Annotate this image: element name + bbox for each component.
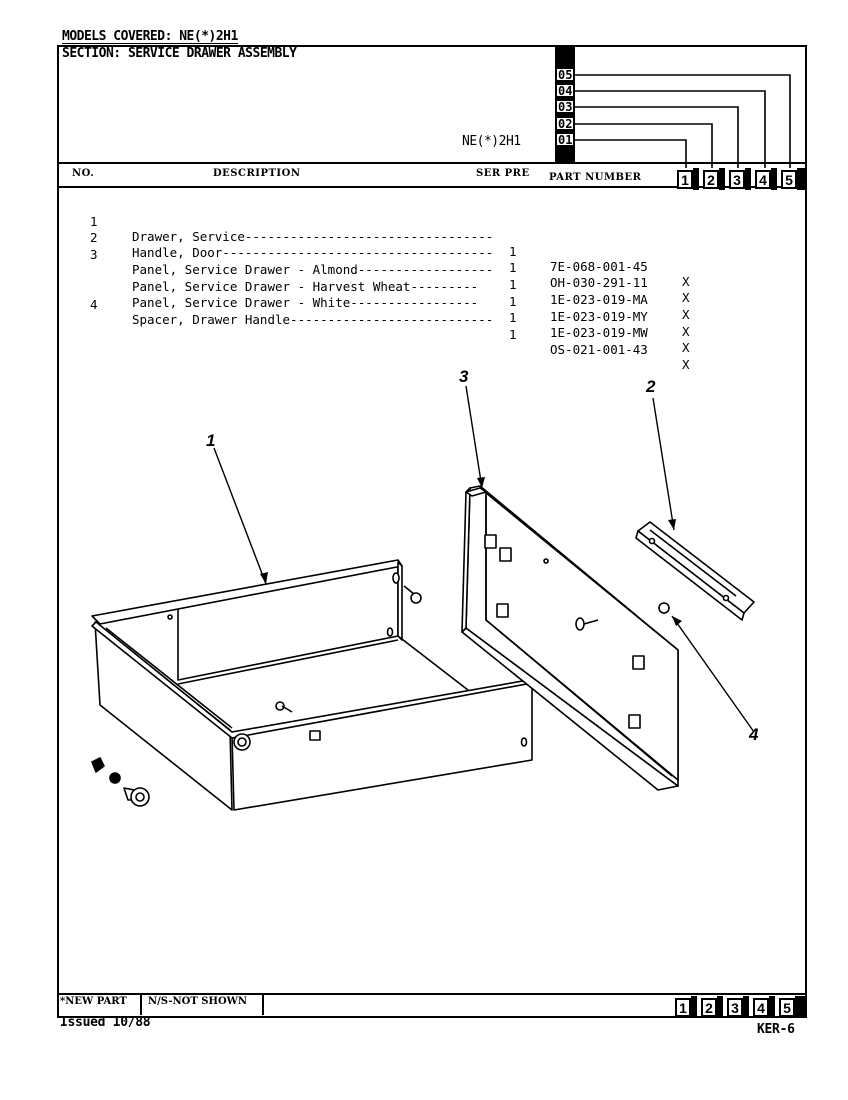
part-description: Handle, Door----------------------------…	[132, 245, 494, 260]
part-number: 7E-068-001-45	[550, 259, 648, 274]
header-box-gap	[719, 168, 725, 190]
not-shown-legend: N/S-NOT SHOWN	[144, 995, 264, 1015]
header-box-gap	[771, 168, 777, 190]
part-no: 3	[90, 247, 98, 262]
model-tab-04: 04	[556, 84, 574, 98]
part-description: Drawer, Service-------------------------…	[132, 229, 494, 244]
header-model-1: 1	[677, 170, 693, 189]
part-qty: 1	[509, 327, 517, 342]
model-mark: X	[682, 357, 690, 372]
model-code: NE(*)2H1	[462, 134, 521, 149]
table-row: 2 Handle, Door--------------------------…	[0, 215, 690, 305]
page-frame	[57, 45, 807, 1018]
footer-box-gap	[743, 996, 749, 1018]
header-box-gap	[797, 168, 807, 190]
drawer-screw	[403, 585, 422, 604]
model-mark: X	[682, 340, 690, 355]
header-rule-top	[57, 162, 807, 164]
header-rule-bottom	[57, 186, 807, 188]
footer-model-2: 2	[701, 998, 717, 1017]
col-ser-pre: SER PRE	[476, 168, 530, 179]
model-mark: X	[682, 290, 690, 305]
col-description: DESCRIPTION	[213, 168, 301, 179]
part-qty: 1	[509, 260, 517, 275]
header-model-5: 5	[781, 170, 797, 189]
callout-3: 3	[459, 367, 469, 386]
new-part-legend: *NEW PART	[58, 995, 142, 1015]
footer-box-gap	[795, 996, 807, 1018]
part-qty: 1	[509, 310, 517, 325]
part-number: OH-030-291-11	[550, 275, 648, 290]
header-box-gap	[693, 168, 699, 190]
col-no: NO.	[72, 168, 95, 179]
header-box-gap	[745, 168, 751, 190]
panel-service-drawer	[461, 485, 679, 791]
table-row: 4 Spacer, Drawer Handle-----------------…	[0, 282, 690, 372]
footer-box-gap	[769, 996, 775, 1018]
part-no: 1	[90, 214, 98, 229]
part-number: 1E-023-019-MA	[550, 292, 648, 307]
footer-box-gap	[691, 996, 697, 1018]
col-part-number: PART NUMBER	[549, 172, 642, 183]
table-row: 3 Panel, Service Drawer - Almond--------…	[0, 232, 690, 322]
header-model-2: 2	[703, 170, 719, 189]
part-description: Panel, Service Drawer - Harvest Wheat---…	[132, 279, 479, 294]
footer-rule	[57, 993, 807, 995]
part-number: 1E-023-019-MW	[550, 325, 648, 340]
model-tab-05: 05	[556, 68, 574, 82]
issued-date: Issued 10/88	[60, 1015, 151, 1030]
part-qty: 1	[509, 277, 517, 292]
part-qty: 1	[509, 294, 517, 309]
table-row: Panel, Service Drawer - Harvest Wheat---…	[0, 249, 690, 339]
models-covered: MODELS COVERED: NE(*)2H1	[62, 29, 238, 44]
part-number: 1E-023-019-MY	[550, 309, 648, 324]
part-description: Panel, Service Drawer - White-----------…	[132, 295, 479, 310]
drawer-service	[91, 559, 541, 811]
model-tab-01: 01	[556, 133, 574, 147]
footer-box-gap	[717, 996, 723, 1018]
header-model-3: 3	[729, 170, 745, 189]
footer-model-5: 5	[779, 998, 795, 1017]
model-tab-03: 03	[556, 100, 574, 114]
part-description: Panel, Service Drawer - Almond----------…	[132, 262, 494, 277]
part-description: Spacer, Drawer Handle-------------------…	[132, 312, 494, 327]
footer-model-4: 4	[753, 998, 769, 1017]
footer-model-3: 3	[727, 998, 743, 1017]
part-no: 2	[90, 230, 98, 245]
callout-4: 4	[748, 725, 759, 744]
page-id: KER-6	[757, 1022, 795, 1037]
handle-door	[635, 521, 755, 621]
header-model-4: 4	[755, 170, 771, 189]
fastener-set	[91, 757, 150, 807]
spacer-drawer-handle	[658, 602, 670, 614]
part-number: OS-021-001-43	[550, 342, 648, 357]
part-no: 4	[90, 297, 98, 312]
section-title: SECTION: SERVICE DRAWER ASSEMBLY	[62, 46, 297, 61]
model-mark: X	[682, 307, 690, 322]
table-row: Panel, Service Drawer - White-----------…	[0, 265, 690, 355]
model-mark: X	[682, 324, 690, 339]
exploded-diagram: 1 2 3 4	[91, 367, 759, 811]
callout-1: 1	[206, 431, 215, 450]
footer-model-1: 1	[675, 998, 691, 1017]
model-mark: X	[682, 274, 690, 289]
part-qty: 1	[509, 244, 517, 259]
table-row: 1 Drawer, Service-----------------------…	[0, 199, 690, 289]
model-tab-leaders	[575, 74, 791, 168]
model-tab-02: 02	[556, 117, 574, 131]
callout-2: 2	[645, 377, 656, 396]
